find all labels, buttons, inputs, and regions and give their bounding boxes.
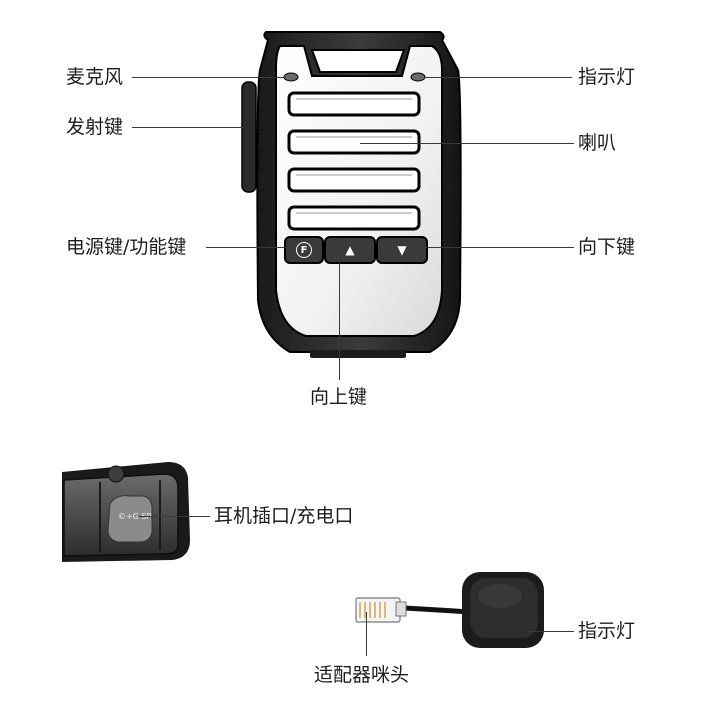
leader-adapter-indicator <box>528 631 574 632</box>
down-arrow-icon: ▼ <box>397 243 407 257</box>
port-closeup <box>62 462 190 562</box>
port-knob <box>107 465 125 483</box>
microphone-hole <box>283 72 299 82</box>
port-cover <box>107 495 153 543</box>
port-marking: ©+G SP <box>118 512 152 521</box>
bottom-connector <box>310 350 406 358</box>
label-ptt-key: 发射键 <box>66 116 124 138</box>
down-key[interactable]: ▼ <box>376 236 428 264</box>
label-adapter-plug: 适配器咪头 <box>314 664 410 686</box>
leader-down-key <box>410 247 574 248</box>
ptt-side-button <box>241 81 257 193</box>
leader-power-key <box>206 247 288 248</box>
top-window <box>310 49 406 73</box>
leader-ptt-key <box>132 127 244 128</box>
label-microphone: 麦克风 <box>66 66 124 88</box>
side-grip-ridges <box>258 109 460 211</box>
label-power-function-key: 电源键/功能键 <box>66 236 187 258</box>
leader-port <box>138 516 210 517</box>
label-earphone-charge-port: 耳机插口/充电口 <box>214 505 354 527</box>
label-up-key: 向上键 <box>310 386 368 408</box>
power-function-key[interactable]: F <box>284 236 324 264</box>
rj-plug <box>355 597 407 623</box>
label-indicator-top: 指示灯 <box>578 66 636 88</box>
leader-indicator-top <box>424 77 572 78</box>
up-key[interactable]: ▲ <box>324 236 376 264</box>
adapter-assembly <box>355 572 544 648</box>
label-adapter-indicator: 指示灯 <box>578 620 636 642</box>
leader-speaker <box>360 143 574 144</box>
leader-microphone <box>132 77 284 78</box>
indicator-light <box>410 72 426 82</box>
label-down-key: 向下键 <box>578 236 636 258</box>
adapter-cable <box>401 605 473 615</box>
power-function-glyph: F <box>296 242 312 258</box>
up-arrow-icon: ▲ <box>345 243 355 257</box>
leader-up-key <box>339 250 340 380</box>
leader-adapter-plug <box>366 612 367 656</box>
label-speaker: 喇叭 <box>578 132 617 154</box>
handheld-microphone <box>241 31 462 358</box>
